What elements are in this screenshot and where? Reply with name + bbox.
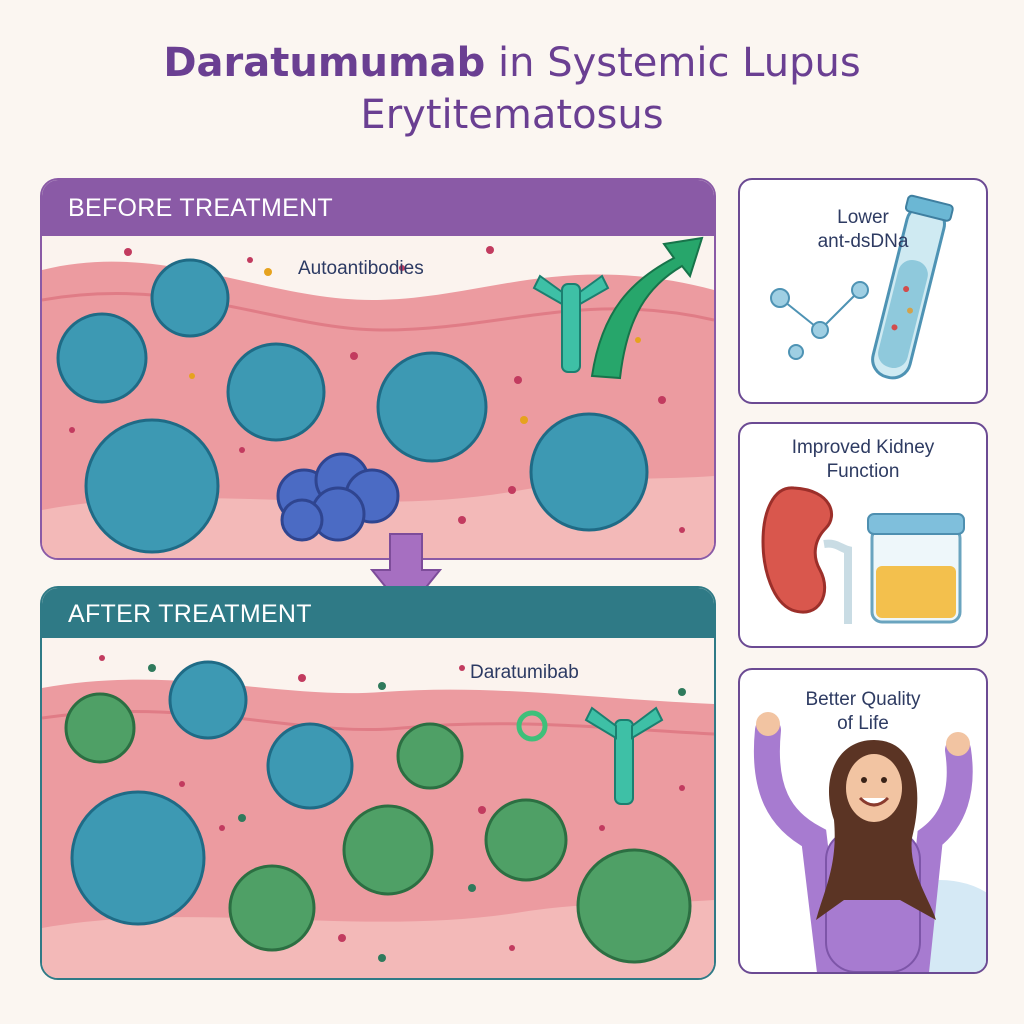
- side-panel-quality: Better Quality of Life: [738, 668, 988, 974]
- after-header: AFTER TREATMENT: [68, 600, 312, 628]
- dsdna-label-line2: ant-dsDNa: [817, 231, 909, 252]
- urine-jar-icon: [867, 513, 965, 624]
- healthy-cell-cluster: [64, 692, 692, 964]
- title-drug-name: Daratumumab: [163, 40, 486, 86]
- kidney-icon: [761, 486, 965, 624]
- increase-arrow-icon: [590, 236, 704, 380]
- cell: [376, 351, 488, 463]
- after-cell-cluster-teal: [70, 660, 354, 926]
- daratumumab-label: Daratumibab: [470, 662, 579, 683]
- autoantibodies-label: Autoantibodies: [298, 258, 424, 279]
- before-header: BEFORE TREATMENT: [68, 194, 334, 222]
- title-line1-rest: in Systemic Lupus: [485, 40, 861, 86]
- kidney-label-line2: Function: [826, 461, 900, 482]
- side-panel-kidney: Improved Kidney Function: [738, 422, 988, 648]
- dna-molecule-icon: [770, 281, 869, 360]
- before-tissue-illustration: [42, 180, 714, 558]
- cell: [226, 342, 326, 442]
- before-treatment-panel: BEFORE TREATMENT Autoantibodies: [40, 178, 716, 560]
- dsdna-label-line1: Lower: [837, 207, 889, 228]
- cell: [150, 258, 230, 338]
- happy-woman-icon: [753, 712, 986, 972]
- daratumumab-antibody-icon: [584, 706, 664, 805]
- before-cell-cluster: [56, 258, 649, 554]
- after-tissue-illustration: [42, 588, 714, 978]
- after-header-bar: [42, 588, 714, 638]
- antibody-icon: [532, 274, 610, 373]
- before-header-bar: [42, 180, 714, 236]
- page-title: Daratumumab in Systemic Lupus Erytitemat…: [0, 38, 1024, 142]
- quality-label-line2: of Life: [837, 713, 889, 734]
- side-panel-dsdna: Lower ant-dsDNa: [738, 178, 988, 404]
- quality-label-line1: Better Quality: [805, 689, 921, 710]
- cell: [56, 312, 148, 404]
- after-treatment-panel: AFTER TREATMENT Daratumibab: [40, 586, 716, 980]
- antibody-particles: [69, 246, 685, 533]
- cell: [84, 418, 220, 554]
- daratumumab-ring-icon: [516, 710, 548, 742]
- test-tube-icon: [770, 194, 954, 380]
- title-line2: Erytitematosus: [360, 92, 664, 138]
- kidney-label-line1: Improved Kidney: [791, 437, 935, 458]
- cell: [529, 412, 649, 532]
- plasma-cell-cluster: [276, 452, 400, 542]
